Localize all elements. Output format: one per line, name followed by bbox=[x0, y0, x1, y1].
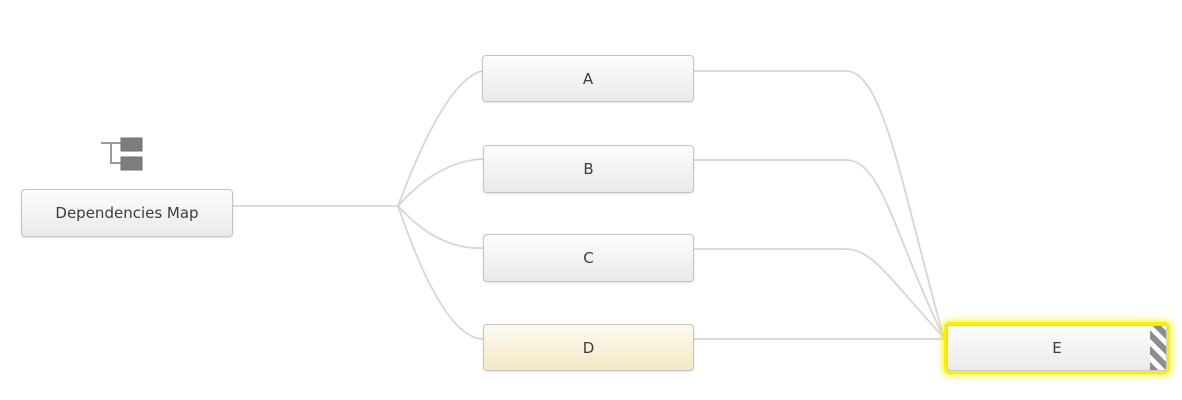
connector-root-b bbox=[397, 158, 484, 207]
node-e-body: E bbox=[947, 325, 1167, 371]
node-a[interactable]: A bbox=[482, 55, 694, 102]
node-b-label: B bbox=[583, 160, 594, 178]
node-e-label: E bbox=[1052, 339, 1062, 357]
connector-root-d bbox=[397, 205, 484, 340]
node-a-label: A bbox=[582, 69, 594, 88]
node-d-label: D bbox=[582, 338, 595, 357]
node-d[interactable]: D bbox=[483, 324, 694, 371]
hierarchy-icon bbox=[101, 137, 143, 171]
node-b[interactable]: B bbox=[483, 145, 694, 193]
connector-root-a bbox=[397, 70, 483, 207]
connector-c-e bbox=[694, 248, 945, 339]
node-dependencies-map[interactable]: Dependencies Map bbox=[21, 189, 233, 237]
striped-status-badge bbox=[1150, 326, 1166, 370]
node-c[interactable]: C bbox=[483, 234, 694, 282]
connector-a-e bbox=[694, 70, 945, 339]
node-e[interactable]: E bbox=[944, 322, 1170, 374]
node-c-label: C bbox=[583, 249, 594, 267]
node-dependencies-map-label: Dependencies Map bbox=[55, 204, 199, 222]
connector-root-c bbox=[397, 205, 484, 249]
connector-b-e bbox=[694, 159, 945, 339]
